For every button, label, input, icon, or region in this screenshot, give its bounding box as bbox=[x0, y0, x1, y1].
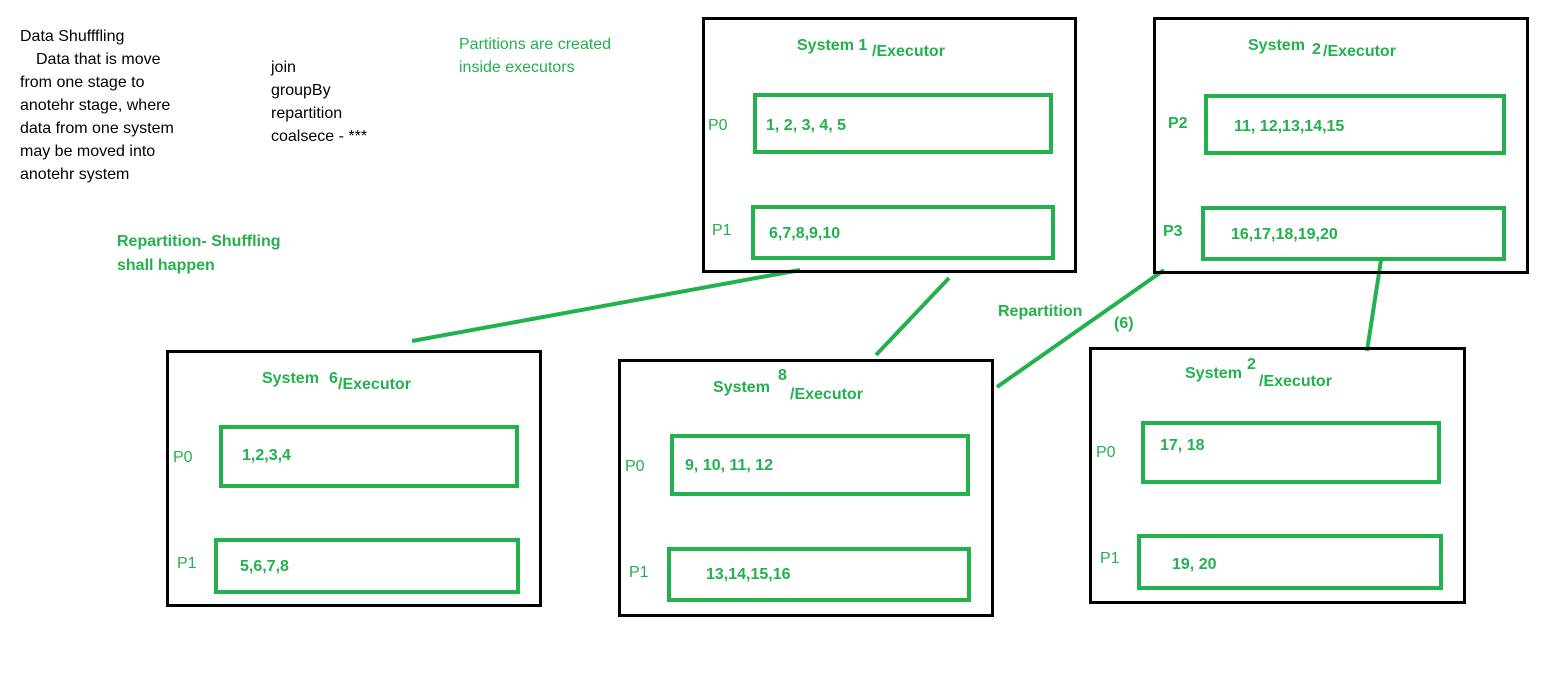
partition-box: 6,7,8,9,10 bbox=[751, 205, 1055, 260]
notes-line: anotehr stage, where bbox=[20, 97, 171, 114]
partition-box: 19, 20 bbox=[1137, 534, 1443, 590]
partition-values: 1, 2, 3, 4, 5 bbox=[766, 117, 847, 134]
executor-number: 6 bbox=[329, 370, 338, 387]
partitions-note-line: inside executors bbox=[459, 59, 575, 76]
ops-item: coalsece - *** bbox=[271, 128, 368, 145]
partition-label: P0 bbox=[625, 458, 645, 475]
executor-title: System 1 bbox=[797, 37, 868, 54]
executor-title: System bbox=[1248, 37, 1305, 54]
notes-block: Data Shufffling Data that is move from o… bbox=[20, 25, 174, 186]
ops-list: join groupBy repartition coalsece - *** bbox=[271, 56, 367, 148]
executor-suffix: /Executor bbox=[1323, 43, 1396, 60]
partition-box: 11, 12,13,14,15 bbox=[1204, 94, 1506, 155]
executor-suffix: /Executor bbox=[338, 376, 411, 393]
notes-line: from one stage to bbox=[20, 74, 145, 91]
repartition-note-line: shall happen bbox=[117, 257, 215, 274]
connector-s2-to-s8 bbox=[995, 268, 1166, 389]
executor-system-1: System 1 /Executor P0 1, 2, 3, 4, 5 P1 6… bbox=[702, 17, 1077, 273]
partition-values: 9, 10, 11, 12 bbox=[685, 457, 774, 474]
partition-box: 13,14,15,16 bbox=[667, 547, 971, 602]
partition-label: P0 bbox=[173, 449, 193, 466]
partition-box: 5,6,7,8 bbox=[214, 538, 520, 594]
partition-label: P3 bbox=[1163, 223, 1183, 240]
ops-item: repartition bbox=[271, 105, 343, 122]
ops-item: join bbox=[271, 59, 296, 76]
partition-box: 1,2,3,4 bbox=[219, 425, 519, 488]
partition-box: 16,17,18,19,20 bbox=[1201, 206, 1506, 261]
executor-number: 2 bbox=[1247, 356, 1256, 373]
executor-title: System bbox=[262, 370, 319, 387]
executor-number: 8 bbox=[778, 367, 787, 384]
partitions-note: Partitions are created inside executors bbox=[459, 33, 611, 79]
executor-suffix: /Executor bbox=[1259, 373, 1332, 390]
executor-number: 2 bbox=[1312, 41, 1321, 58]
executor-title: System bbox=[713, 379, 770, 396]
partition-box: 17, 18 bbox=[1141, 421, 1441, 484]
connector-s1-to-s8 bbox=[874, 276, 951, 357]
executor-system-8: System 8 /Executor P0 9, 10, 11, 12 P1 1… bbox=[618, 359, 994, 617]
partition-values: 13,14,15,16 bbox=[706, 566, 791, 583]
partition-values: 17, 18 bbox=[1160, 437, 1205, 454]
executor-system-2b: System 2 /Executor P0 17, 18 P1 19, 20 bbox=[1089, 347, 1466, 604]
repartition-label: Repartition bbox=[998, 303, 1083, 320]
repartition-note-line: Repartition- Shuffling bbox=[117, 233, 281, 250]
partition-label: P1 bbox=[712, 222, 732, 239]
notes-line: Data that is move bbox=[36, 51, 161, 68]
partition-label: P2 bbox=[1168, 115, 1188, 132]
partitions-note-line: Partitions are created bbox=[459, 36, 612, 53]
partition-values: 11, 12,13,14,15 bbox=[1234, 118, 1345, 135]
executor-suffix: /Executor bbox=[790, 386, 863, 403]
ops-item: groupBy bbox=[271, 82, 331, 99]
partition-label: P1 bbox=[1100, 550, 1120, 567]
partition-values: 5,6,7,8 bbox=[240, 558, 289, 575]
partition-values: 6,7,8,9,10 bbox=[769, 225, 841, 242]
partition-box: 9, 10, 11, 12 bbox=[670, 434, 970, 496]
executor-title: System bbox=[1185, 365, 1242, 382]
executor-suffix: /Executor bbox=[872, 43, 945, 60]
notes-line: anotehr system bbox=[20, 166, 130, 183]
notes-line: data from one system bbox=[20, 120, 174, 137]
repartition-note: Repartition- Shuffling shall happen bbox=[117, 230, 281, 278]
connector-s1-to-s6 bbox=[411, 268, 801, 343]
partition-values: 16,17,18,19,20 bbox=[1231, 226, 1338, 243]
repartition-count: (6) bbox=[1114, 315, 1134, 332]
partition-values: 1,2,3,4 bbox=[242, 447, 291, 464]
notes-title: Data Shufffling bbox=[20, 28, 125, 45]
connector-s2-to-s2b bbox=[1365, 259, 1383, 352]
executor-system-6: System 6 /Executor P0 1,2,3,4 P1 5,6,7,8 bbox=[166, 350, 542, 607]
partition-label: P1 bbox=[177, 555, 197, 572]
partition-label: P0 bbox=[708, 117, 728, 134]
executor-system-2: System 2 /Executor P2 11, 12,13,14,15 P3… bbox=[1153, 17, 1529, 274]
partition-box: 1, 2, 3, 4, 5 bbox=[753, 93, 1053, 154]
partition-values: 19, 20 bbox=[1172, 556, 1217, 573]
partition-label: P0 bbox=[1096, 444, 1116, 461]
notes-line: may be moved into bbox=[20, 143, 156, 160]
partition-label: P1 bbox=[629, 564, 649, 581]
